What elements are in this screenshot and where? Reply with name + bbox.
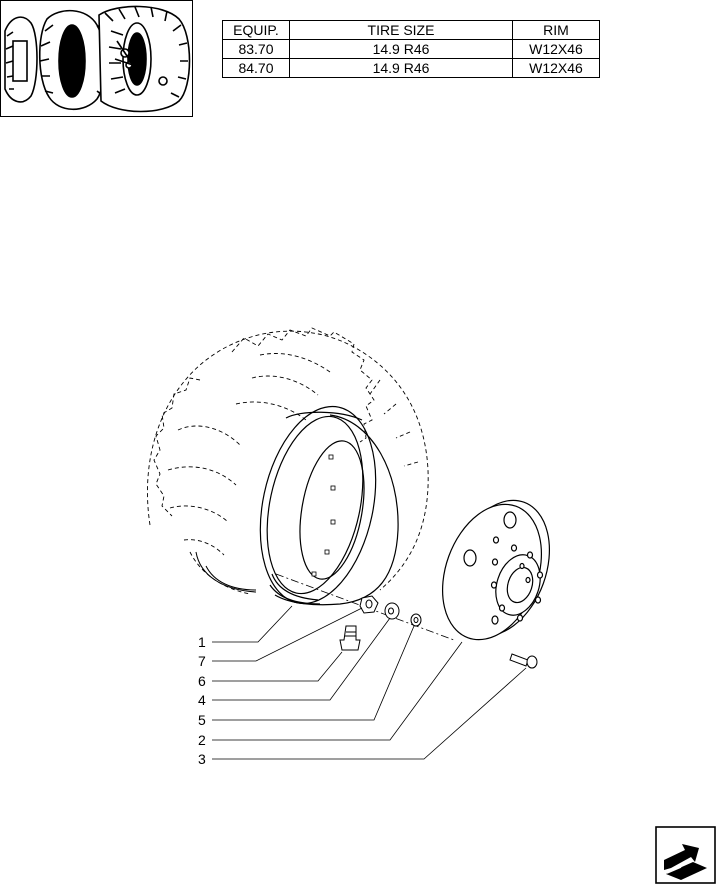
header-rim: RIM	[512, 20, 600, 40]
callout-label: 1	[198, 634, 206, 650]
rim	[259, 405, 399, 606]
table-row: 84.70 14.9 R46 W12X46	[222, 58, 600, 78]
tire-lower	[195, 551, 257, 593]
tire-spec-table: EQUIP. TIRE SIZE RIM 83.70 14.9 R46 W12X…	[222, 20, 600, 78]
callout-label: 4	[198, 692, 206, 708]
valve-stem	[339, 625, 361, 651]
header-tire-size: TIRE SIZE	[289, 20, 513, 40]
tire-size-cell: 14.9 R46	[289, 58, 513, 78]
callout-label: 6	[198, 673, 206, 689]
tractor-wheels-thumbnail-icon	[0, 0, 193, 117]
header-equip: EQUIP.	[222, 20, 290, 40]
callout-label: 3	[198, 751, 206, 767]
callout-label: 2	[198, 732, 206, 748]
bolt	[509, 653, 538, 669]
callout-label: 7	[198, 653, 206, 669]
nut	[359, 595, 379, 614]
rim-cell: W12X46	[512, 39, 600, 59]
washer	[384, 602, 400, 620]
table-header-row: EQUIP. TIRE SIZE RIM	[222, 20, 600, 40]
next-page-arrow-icon[interactable]	[655, 826, 716, 884]
phantom-tire	[147, 327, 429, 595]
wheel-disc	[441, 499, 551, 641]
washer-small	[410, 613, 422, 627]
callout-label: 5	[198, 712, 206, 728]
rim-cell: W12X46	[512, 58, 600, 78]
leader-lines	[212, 605, 527, 760]
equip-cell: 84.70	[222, 58, 290, 78]
